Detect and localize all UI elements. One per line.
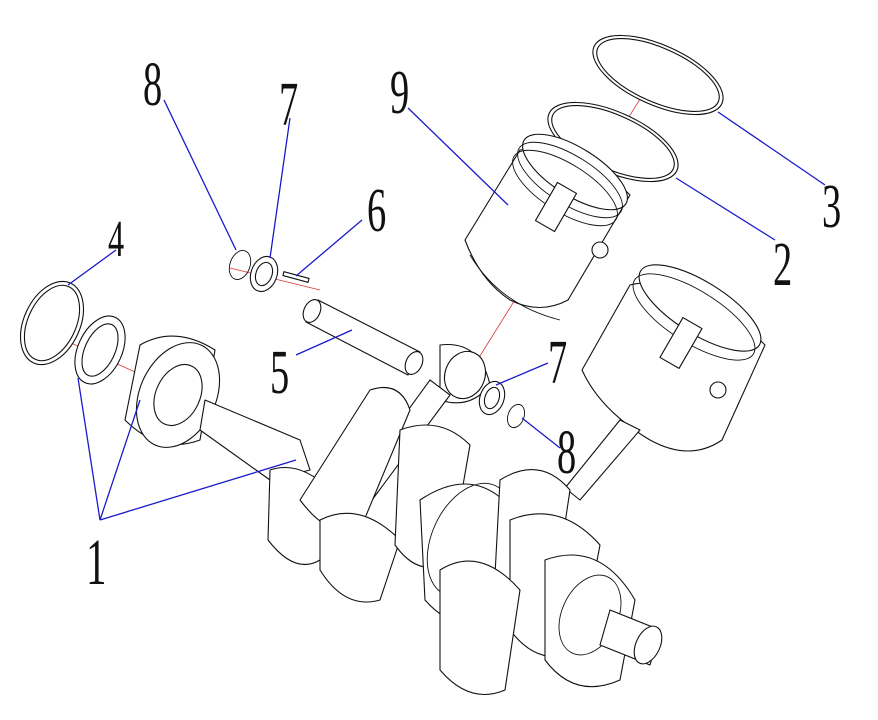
leader-line-8a xyxy=(163,99,237,251)
callout-7-lower: 7 xyxy=(548,329,568,397)
leader-line-1b xyxy=(99,399,141,521)
pin-washer-upper xyxy=(249,255,279,293)
leader-line-7b xyxy=(495,362,549,386)
leader-line-6 xyxy=(295,219,363,277)
callout-8-upper: 8 xyxy=(143,51,163,119)
callout-1: 1 xyxy=(86,526,107,599)
callout-8-lower: 8 xyxy=(557,419,577,487)
callout-5: 5 xyxy=(270,339,290,407)
small-pin xyxy=(282,271,310,283)
crankshaft xyxy=(199,386,663,695)
callout-6: 6 xyxy=(367,177,387,245)
piston-upper xyxy=(464,133,631,321)
leader-line-3 xyxy=(717,111,826,186)
circlip-upper xyxy=(228,250,252,280)
leader-line-7a xyxy=(269,117,291,259)
leader-line-5 xyxy=(295,329,353,356)
leader-line-9 xyxy=(407,107,509,206)
leader-line-1c xyxy=(99,459,297,521)
callout-3: 3 xyxy=(822,173,842,241)
piston-pin xyxy=(302,299,424,376)
leader-line-1a xyxy=(77,377,101,521)
callout-7-upper: 7 xyxy=(279,71,299,139)
callout-2: 2 xyxy=(773,231,793,299)
seal-ring xyxy=(19,280,85,366)
piston-lower xyxy=(564,264,766,501)
leader-line-4 xyxy=(67,249,117,286)
bearing-left xyxy=(124,335,221,448)
callout-9: 9 xyxy=(390,59,410,127)
callout-4: 4 xyxy=(108,211,125,268)
piston-ring-second xyxy=(547,101,679,183)
leader-line-8b xyxy=(521,417,561,449)
circlip-lower xyxy=(506,403,526,429)
pin-washer-lower xyxy=(478,380,506,416)
leader-line-2 xyxy=(675,177,776,241)
piston-ring-top xyxy=(592,34,724,116)
oil-seal xyxy=(74,315,126,385)
